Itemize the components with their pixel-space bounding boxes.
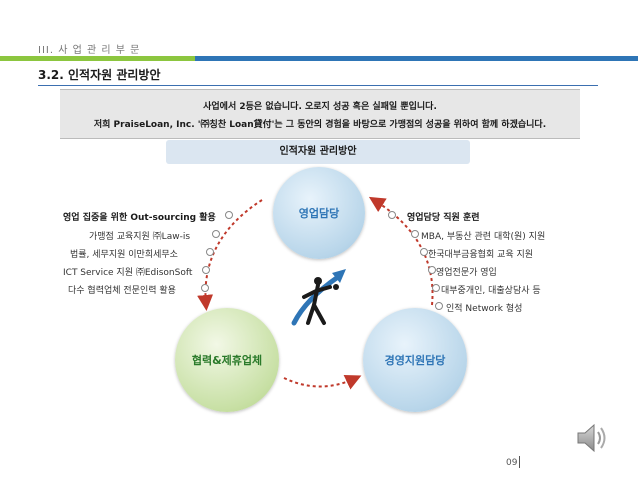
node-sales: 영업담당	[273, 167, 365, 259]
left-connector-dot	[201, 284, 209, 292]
right-connector-dot	[428, 266, 436, 274]
title-underline	[38, 85, 598, 86]
node-management-label: 경영지원담당	[384, 354, 446, 367]
right-connector-dot	[435, 302, 443, 310]
left-item-2: 법률, 세무지원 이만희세무소	[70, 250, 178, 260]
page-number-divider	[519, 456, 520, 468]
section-label: III. 사 업 관 리 부 문	[38, 45, 141, 56]
quote-line-1: 사업에서 2등은 없습니다. 오로지 성공 혹은 실패일 뿐입니다.	[203, 102, 437, 112]
quote-box: 사업에서 2등은 없습니다. 오로지 성공 혹은 실패일 뿐입니다. 저희 Pr…	[60, 89, 580, 139]
diagram-banner: 인적자원 관리방안	[166, 140, 470, 164]
quote-line-2: 저희 PraiseLoan, Inc. '㈜칭찬 Loan貸付'는 그 동안의 …	[93, 120, 547, 130]
right-item-5: 인적 Network 형성	[446, 304, 523, 314]
node-partners: 협력&제휴업체	[175, 308, 279, 412]
arrow-left-to-right	[283, 375, 362, 390]
left-connector-dot	[212, 230, 220, 238]
left-item-4: 다수 협력업체 전문인력 활용	[68, 286, 176, 296]
left-connector-dot	[206, 248, 214, 256]
left-item-3: ICT Service 지원 ㈜EdisonSoft	[63, 268, 193, 278]
right-item-4: 대부중개인, 대출상담사 등	[441, 286, 541, 296]
right-connector-dot	[420, 248, 428, 256]
right-connector-dot	[388, 211, 396, 219]
right-heading: 영업담당 직원 훈련	[407, 213, 480, 223]
juggler-figure-icon	[291, 269, 346, 326]
left-connector-dot	[202, 266, 210, 274]
left-heading: 영업 집중을 위한 Out-sourcing 활용	[63, 213, 216, 223]
right-connector-dot	[411, 230, 419, 238]
speaker-icon[interactable]	[574, 420, 610, 456]
right-item-2: 한국대부금융협회 교육 지원	[428, 250, 534, 260]
header-color-bar	[0, 56, 638, 61]
node-partners-label: 협력&제휴업체	[191, 354, 263, 367]
page-title: 3.2. 인적자원 관리방안	[38, 68, 161, 82]
node-sales-label: 영업담당	[298, 207, 340, 220]
page-number: 09	[506, 458, 518, 468]
node-management-support: 경영지원담당	[363, 308, 467, 412]
left-item-1: 가맹점 교육지원 ㈜Law-is	[89, 232, 191, 242]
right-connector-dot	[432, 284, 440, 292]
right-item-1: MBA, 부동산 관련 대학(원) 지원	[421, 232, 546, 242]
right-item-3: 영업전문가 영입	[436, 268, 497, 278]
left-connector-dot	[225, 211, 233, 219]
